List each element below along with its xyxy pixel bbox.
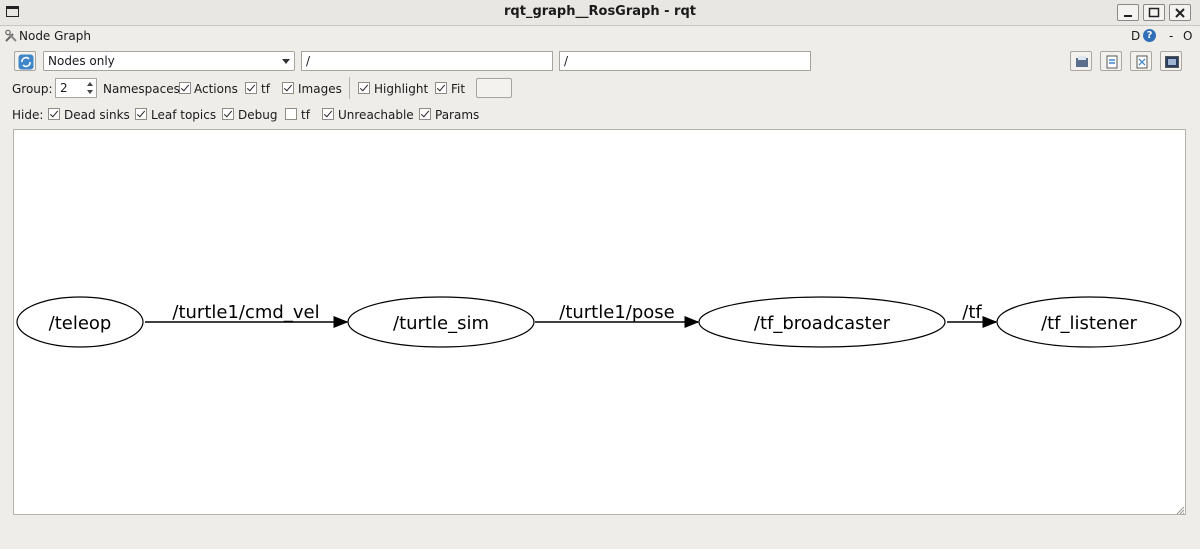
save-image-button[interactable]	[1160, 51, 1182, 71]
actions-checkbox[interactable]	[179, 82, 191, 94]
plugin-header: Node Graph D ? - O	[0, 26, 1200, 46]
save-svg-button[interactable]	[1130, 51, 1152, 71]
help-icon[interactable]: ?	[1143, 29, 1156, 42]
node-tf-listener[interactable]	[996, 296, 1182, 348]
load-dot-button[interactable]	[1070, 51, 1092, 71]
node-label-turtle-sim: /turtle_sim	[393, 313, 489, 334]
chevron-down-icon	[282, 59, 290, 64]
spin-up-icon[interactable]	[87, 82, 93, 86]
save-dot-icon	[1106, 55, 1118, 69]
topic-filter-input[interactable]: /	[559, 51, 811, 71]
window-titlebar: rqt_graph__RosGraph - rqt	[0, 0, 1200, 26]
fit-in-view-button[interactable]	[476, 78, 512, 98]
node-label-teleop: /teleop	[49, 313, 112, 334]
options-row: Group: Namespaces Actions tf Images High…	[0, 80, 1200, 98]
refresh-icon	[18, 54, 34, 70]
edge-label-cmd-vel: /turtle1/cmd_vel	[172, 302, 319, 323]
namespace-filter-input[interactable]: /	[301, 51, 553, 71]
group-value: 2	[60, 81, 68, 95]
folder-icon	[1076, 56, 1088, 67]
group-label: Group:	[12, 82, 53, 96]
unreachable-checkbox[interactable]	[322, 108, 334, 120]
debug-checkbox[interactable]	[222, 108, 234, 120]
dead-sinks-checkbox[interactable]	[48, 108, 60, 120]
graph-mode-value: Nodes only	[48, 54, 115, 68]
image-icon	[1165, 56, 1179, 68]
spin-down-icon[interactable]	[87, 90, 93, 94]
window-icon	[6, 6, 19, 17]
close-button[interactable]	[1169, 4, 1191, 21]
dead-sinks-label: Dead sinks	[64, 108, 130, 122]
namespaces-label: Namespaces	[103, 82, 180, 96]
node-label-tf-broadcaster: /tf_broadcaster	[754, 313, 891, 334]
highlight-label: Highlight	[374, 82, 429, 96]
dock-button[interactable]: D	[1131, 29, 1141, 43]
tf-hide-label: tf	[301, 108, 310, 122]
tf-group-checkbox[interactable]	[245, 82, 257, 94]
node-turtle-sim[interactable]	[347, 296, 535, 348]
graph-canvas[interactable]: /turtle1/cmd_vel /turtle1/pose /tf /tele…	[13, 129, 1186, 515]
graph-mode-select[interactable]: Nodes only	[43, 51, 295, 71]
save-svg-icon	[1136, 55, 1148, 69]
refresh-button[interactable]	[14, 51, 36, 71]
images-label: Images	[298, 82, 342, 96]
tf-group-label: tf	[261, 82, 270, 96]
node-label-tf-listener: /tf_listener	[1041, 313, 1137, 334]
window-title: rqt_graph__RosGraph - rqt	[504, 4, 696, 19]
group-spinbox[interactable]: 2	[55, 78, 97, 98]
node-teleop[interactable]	[16, 296, 144, 348]
maximize-button[interactable]	[1143, 4, 1165, 21]
fit-label: Fit	[451, 82, 466, 96]
tools-icon	[5, 29, 17, 42]
params-label: Params	[435, 108, 480, 122]
actions-label: Actions	[194, 82, 238, 96]
images-checkbox[interactable]	[282, 82, 294, 94]
toolbar-separator	[349, 77, 350, 99]
node-tf-broadcaster[interactable]	[698, 296, 946, 348]
minimize-plugin-button[interactable]: -	[1169, 29, 1174, 43]
save-dot-button[interactable]	[1100, 51, 1122, 71]
leaf-topics-checkbox[interactable]	[135, 108, 147, 120]
resize-grip-icon[interactable]	[1176, 506, 1185, 515]
params-checkbox[interactable]	[419, 108, 431, 120]
debug-label: Debug	[238, 108, 278, 122]
leaf-topics-label: Leaf topics	[151, 108, 217, 122]
edge-label-tf: /tf	[962, 302, 982, 323]
minimize-button[interactable]	[1117, 4, 1139, 21]
tf-hide-checkbox[interactable]	[285, 108, 297, 120]
close-plugin-button[interactable]: O	[1183, 29, 1193, 43]
plugin-title: Node Graph	[19, 29, 91, 43]
hide-label: Hide:	[12, 108, 44, 122]
fit-checkbox[interactable]	[435, 82, 447, 94]
highlight-checkbox[interactable]	[358, 82, 370, 94]
ros-graph: /turtle1/cmd_vel /turtle1/pose /tf /tele…	[16, 296, 1182, 348]
hide-row: Hide: Dead sinks Leaf topics Debug tf Un…	[0, 106, 1200, 124]
unreachable-label: Unreachable	[338, 108, 414, 122]
edge-label-pose: /turtle1/pose	[559, 302, 674, 323]
